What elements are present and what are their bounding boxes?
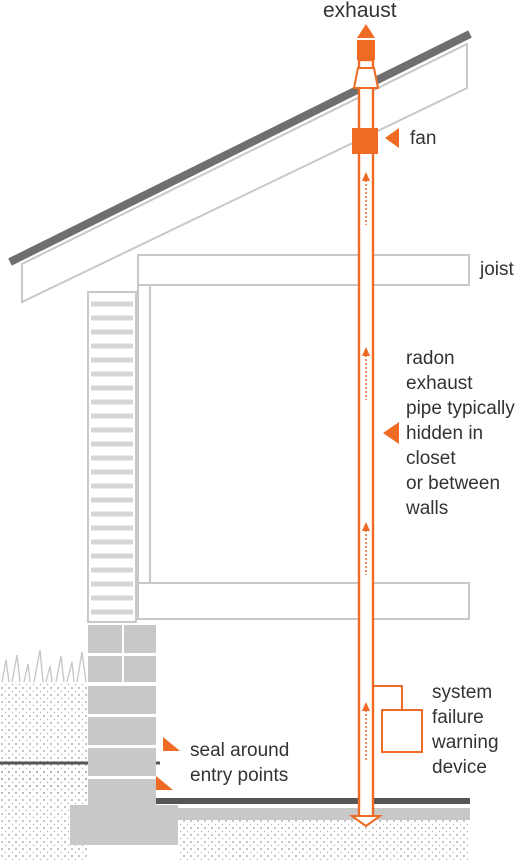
warning-device: [373, 685, 423, 753]
pipe-pointer-icon: [383, 422, 399, 444]
roof-line: [8, 30, 472, 266]
exhaust-label: exhaust: [323, 0, 397, 22]
radon-pipe: [348, 24, 384, 828]
brick-wall: [87, 291, 156, 805]
radon-pipe-line-2: exhaust: [406, 373, 473, 394]
pipe-inlet: [348, 815, 384, 828]
joist-label: joist: [480, 259, 514, 280]
wall-stud: [137, 284, 151, 584]
seal-label: seal around entry points: [190, 738, 289, 788]
radon-pipe-line-1: radon: [406, 348, 455, 369]
roof: [8, 30, 472, 304]
fan-pointer-icon: [385, 128, 399, 148]
footing: [70, 805, 178, 845]
radon-pipe-line-3: pipe typically: [406, 398, 515, 419]
radon-pipe-line-6: or between: [406, 473, 501, 494]
gravel-layer: [178, 808, 470, 820]
radon-pipe-line-7: walls: [406, 498, 449, 519]
seal-line-1: seal around: [190, 740, 290, 761]
ceiling-joist: [137, 254, 470, 286]
pointers: [156, 128, 399, 790]
radon-pipe-label: radon exhaust pipe typically hidden in c…: [406, 346, 515, 521]
warning-device-line-4: device: [432, 757, 487, 778]
seal-pointer-icon-2: [156, 776, 173, 790]
fan-label: fan: [410, 128, 437, 149]
warning-device-label: system failure warning device: [432, 680, 499, 780]
wall-framing: [137, 254, 470, 620]
fan-box: [352, 128, 378, 154]
warning-device-line-1: system: [432, 682, 493, 703]
seal-line-2: entry points: [190, 765, 289, 786]
floor-joist: [137, 582, 470, 620]
floor-slab-line: [155, 798, 470, 804]
radon-pipe-line-4: hidden in: [406, 423, 484, 444]
radon-pipe-line-5: closet: [406, 448, 456, 469]
roof-flashing: [352, 67, 380, 89]
warning-device-line-2: failure: [432, 707, 484, 728]
ground: [0, 683, 470, 860]
soil-under-slab: [178, 820, 470, 860]
seal-pointer-icon-1: [163, 737, 180, 751]
roof-fascia: [21, 42, 468, 304]
grass: [1, 649, 87, 683]
exhaust-arrow: [357, 24, 375, 38]
warning-device-line-3: warning: [432, 732, 499, 753]
pipe-cap: [357, 40, 375, 60]
